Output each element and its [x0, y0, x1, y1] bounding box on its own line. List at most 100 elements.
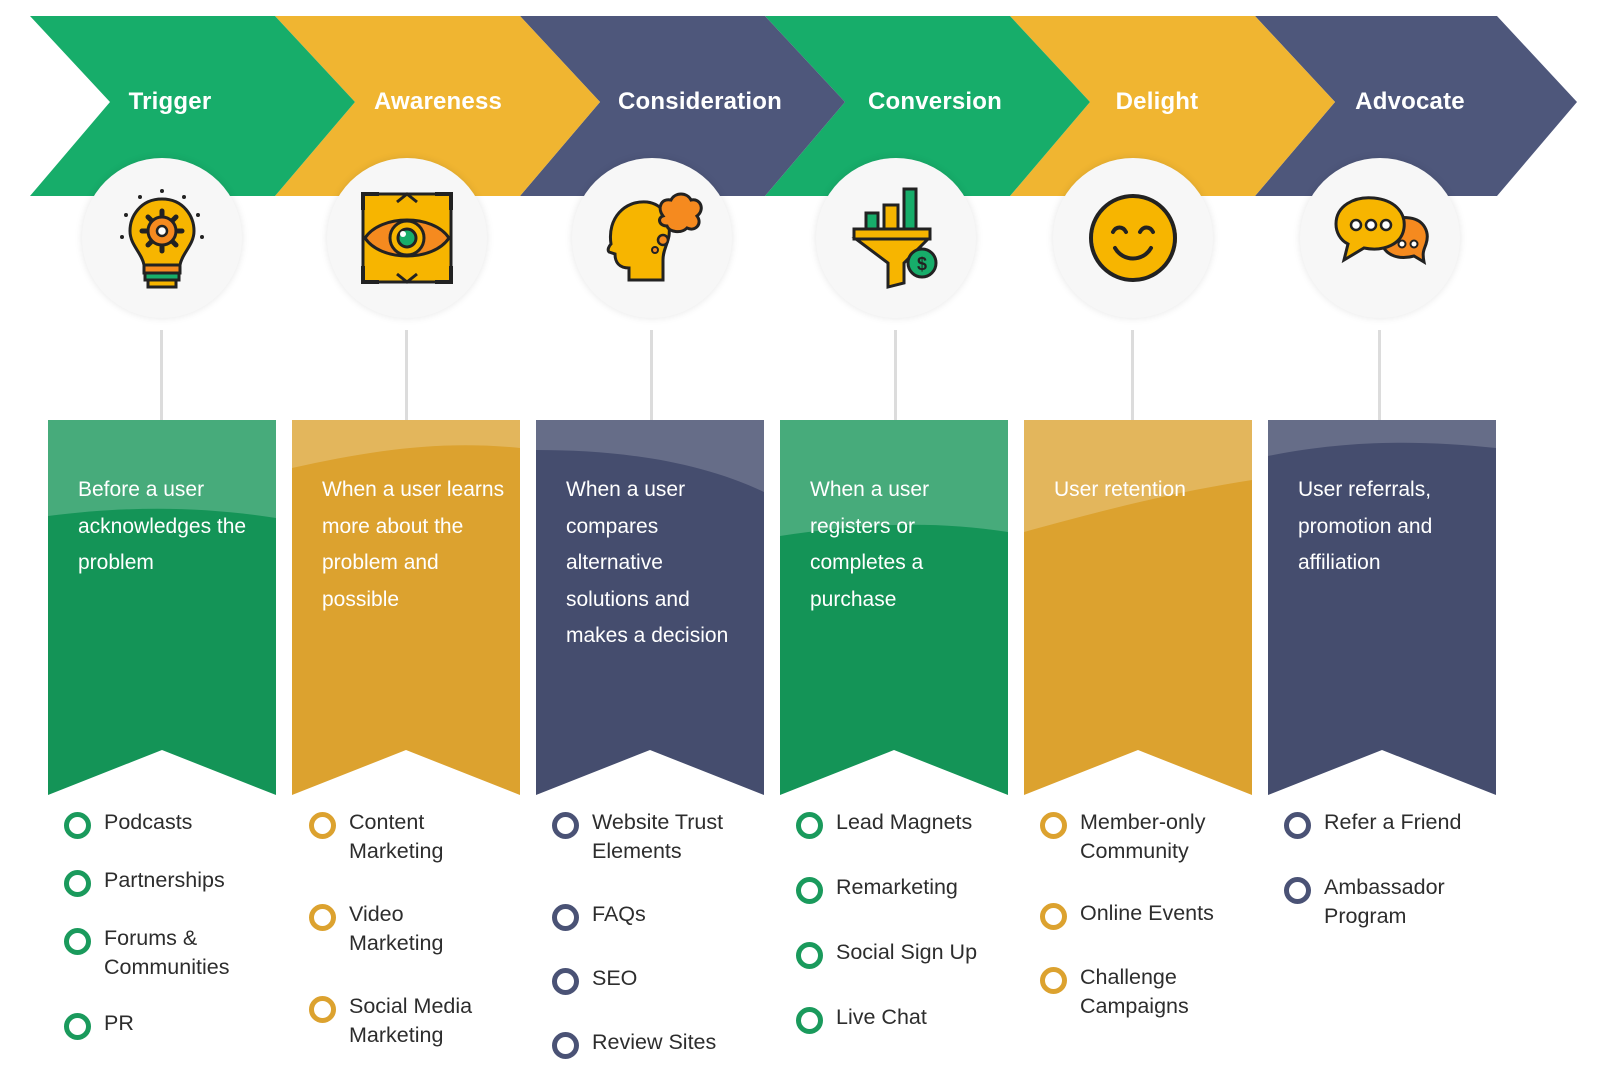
item-label: Forums & Communities: [104, 926, 230, 979]
stage-description: When a user compares alternative solutio…: [566, 478, 729, 647]
list-item: Member-only Community: [1040, 808, 1270, 866]
circle-bullet-icon: [309, 996, 336, 1023]
item-label: Live Chat: [836, 1005, 927, 1029]
arrow-delight: [1010, 16, 1335, 196]
circle-bullet-icon: [64, 1013, 91, 1040]
banner-advocate: User referrals, promotion and affiliatio…: [1268, 420, 1496, 795]
item-label: PR: [104, 1011, 134, 1035]
stage-title-delight: Delight: [1115, 88, 1199, 115]
banner-shape: [48, 420, 276, 795]
item-label: Lead Magnets: [836, 810, 973, 834]
tactics-list-trigger: Podcasts Partnerships Forums & Communiti…: [64, 808, 294, 1067]
connector-trigger: [160, 330, 163, 420]
circle-bullet-icon: [796, 942, 823, 969]
banner-shape: [1268, 420, 1496, 795]
list-item: Refer a Friend: [1284, 808, 1514, 839]
arrow-advocate: [1255, 16, 1577, 196]
item-label: Video Marketing: [349, 902, 444, 955]
banner-shape: [1024, 420, 1252, 795]
list-item: PR: [64, 1009, 294, 1040]
eye-focus-icon: [361, 192, 453, 284]
banner-consideration: When a user compares alternative solutio…: [536, 420, 764, 795]
stage-description: Before a user acknowledges the problem: [78, 478, 247, 574]
item-label: Partnerships: [104, 868, 225, 892]
stage-title-advocate: Advocate: [1355, 88, 1465, 115]
item-label: Social Media Marketing: [349, 994, 473, 1047]
circle-bullet-icon: [552, 968, 579, 995]
connector-conversion: [894, 330, 897, 420]
list-item: Content Marketing: [309, 808, 539, 866]
item-label: Refer a Friend: [1324, 810, 1462, 834]
icon-circle-delight: [1053, 158, 1213, 318]
item-label: Member-only Community: [1080, 810, 1206, 863]
stage-arrow-band: [30, 16, 1577, 196]
circle-bullet-icon: [552, 812, 579, 839]
banner-shape: [292, 420, 520, 795]
icon-circle-awareness: [327, 158, 487, 318]
circle-bullet-icon: [64, 928, 91, 955]
item-label: Online Events: [1080, 901, 1214, 925]
item-label: SEO: [592, 966, 638, 990]
banner-shape: [780, 420, 1008, 795]
circle-bullet-icon: [796, 877, 823, 904]
tactics-list-delight: Member-only Community Online Events Chal…: [1040, 808, 1270, 1048]
circle-bullet-icon: [552, 1032, 579, 1059]
list-item: Partnerships: [64, 866, 294, 897]
list-item: Website Trust Elements: [552, 808, 782, 866]
circle-bullet-icon: [1284, 812, 1311, 839]
stage-title-consideration: Consideration: [618, 88, 782, 115]
stage-description: User referrals, promotion and affiliatio…: [1298, 478, 1433, 574]
arrow-awareness: [275, 16, 600, 196]
circle-bullet-icon: [552, 904, 579, 931]
list-item: Live Chat: [796, 1003, 1026, 1034]
list-item: FAQs: [552, 900, 782, 931]
list-item: Social Media Marketing: [309, 992, 539, 1050]
list-item: Forums & Communities: [64, 924, 294, 982]
banner-shape: [536, 420, 764, 795]
list-item: SEO: [552, 964, 782, 995]
stage-description: User retention: [1054, 478, 1186, 501]
item-label: Social Sign Up: [836, 940, 978, 964]
banner-awareness: When a user learns more about the proble…: [292, 420, 520, 795]
connector-delight: [1131, 330, 1134, 420]
list-item: Lead Magnets: [796, 808, 1026, 839]
icon-circle-trigger: [82, 158, 242, 318]
tactics-list-awareness: Content Marketing Video Marketing Social…: [309, 808, 539, 1077]
circle-bullet-icon: [796, 1007, 823, 1034]
lightbulb-gear-icon: [120, 189, 204, 289]
list-item: Remarketing: [796, 873, 1026, 904]
circle-bullet-icon: [1040, 903, 1067, 930]
connector-consideration: [650, 330, 653, 420]
item-label: Challenge Campaigns: [1080, 965, 1189, 1018]
banner-delight: User retention: [1024, 420, 1252, 795]
item-label: Podcasts: [104, 810, 193, 834]
arrow-consideration: [520, 16, 845, 196]
list-item: Review Sites: [552, 1028, 782, 1059]
arrow-trigger: [30, 16, 355, 196]
list-item: Podcasts: [64, 808, 294, 839]
arrow-conversion: [765, 16, 1090, 196]
connector-advocate: [1378, 330, 1381, 420]
stage-title-trigger: Trigger: [128, 88, 212, 115]
stage-description: When a user learns more about the proble…: [322, 478, 505, 611]
list-item: Challenge Campaigns: [1040, 963, 1270, 1021]
banner-trigger: Before a user acknowledges the problem: [48, 420, 276, 795]
circle-bullet-icon: [64, 870, 91, 897]
circle-bullet-icon: [1284, 877, 1311, 904]
circle-bullet-icon: [796, 812, 823, 839]
circle-bullet-icon: [64, 812, 91, 839]
icon-circle-consideration: [572, 158, 732, 318]
icon-circle-conversion: $: [816, 158, 976, 318]
list-item: Online Events: [1040, 899, 1270, 930]
chat-bubbles-icon: [1334, 196, 1429, 266]
head-thinking-icon: [606, 192, 703, 282]
connector-awareness: [405, 330, 408, 420]
list-item: Ambassador Program: [1284, 873, 1514, 931]
list-item: Social Sign Up: [796, 938, 1026, 969]
smiley-face-icon: [1089, 194, 1177, 282]
circle-bullet-icon: [309, 812, 336, 839]
stage-title-conversion: Conversion: [867, 88, 1003, 115]
banner-conversion: When a user registers or completes a pur…: [780, 420, 1008, 795]
tactics-list-consideration: Website Trust Elements FAQs SEO Review S…: [552, 808, 782, 1086]
item-label: Content Marketing: [349, 810, 444, 863]
